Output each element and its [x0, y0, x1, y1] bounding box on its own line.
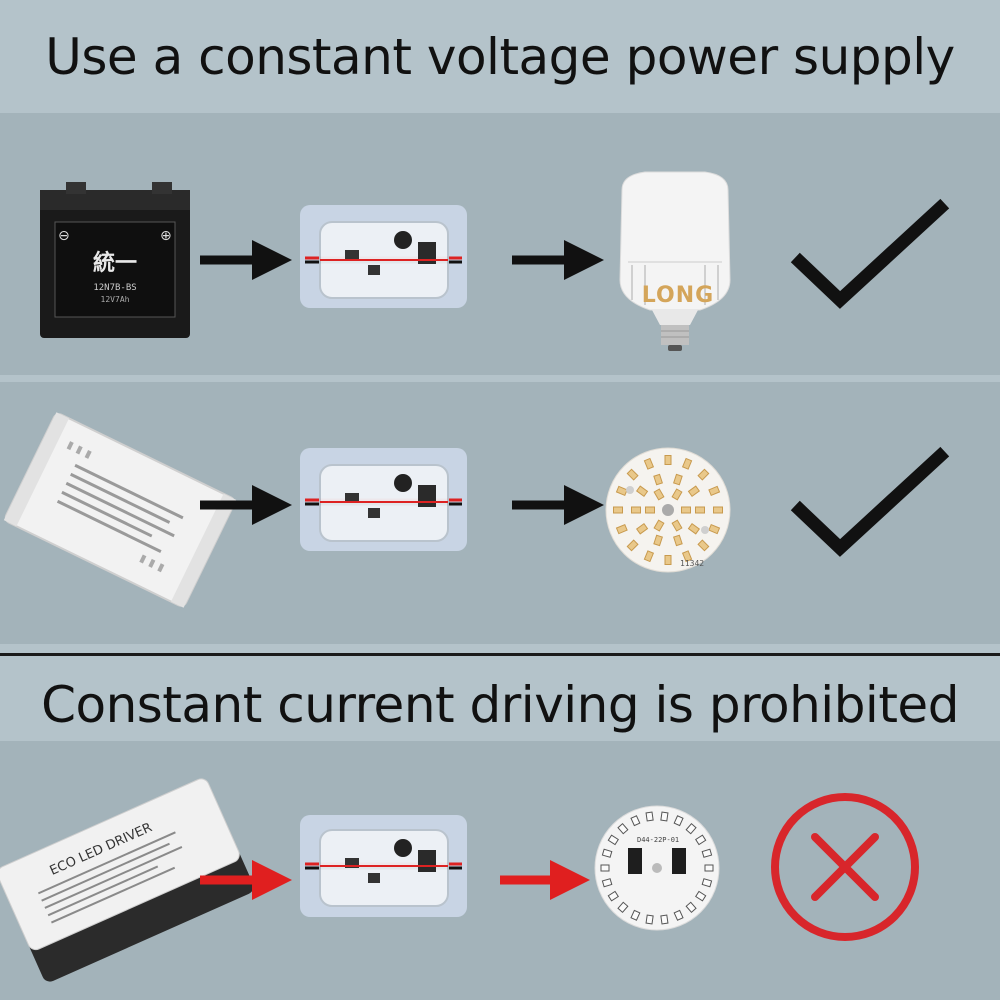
row-battery — [0, 113, 1000, 375]
bulb-brand-label: LONG — [641, 283, 715, 308]
heading-constant-voltage: Use a constant voltage power supply — [45, 28, 955, 86]
row-led-supply — [0, 382, 1000, 644]
row-led-driver — [0, 741, 1000, 1000]
heading-constant-current-prohibited: Constant current driving is prohibited — [41, 676, 959, 734]
section-divider — [0, 653, 1000, 656]
